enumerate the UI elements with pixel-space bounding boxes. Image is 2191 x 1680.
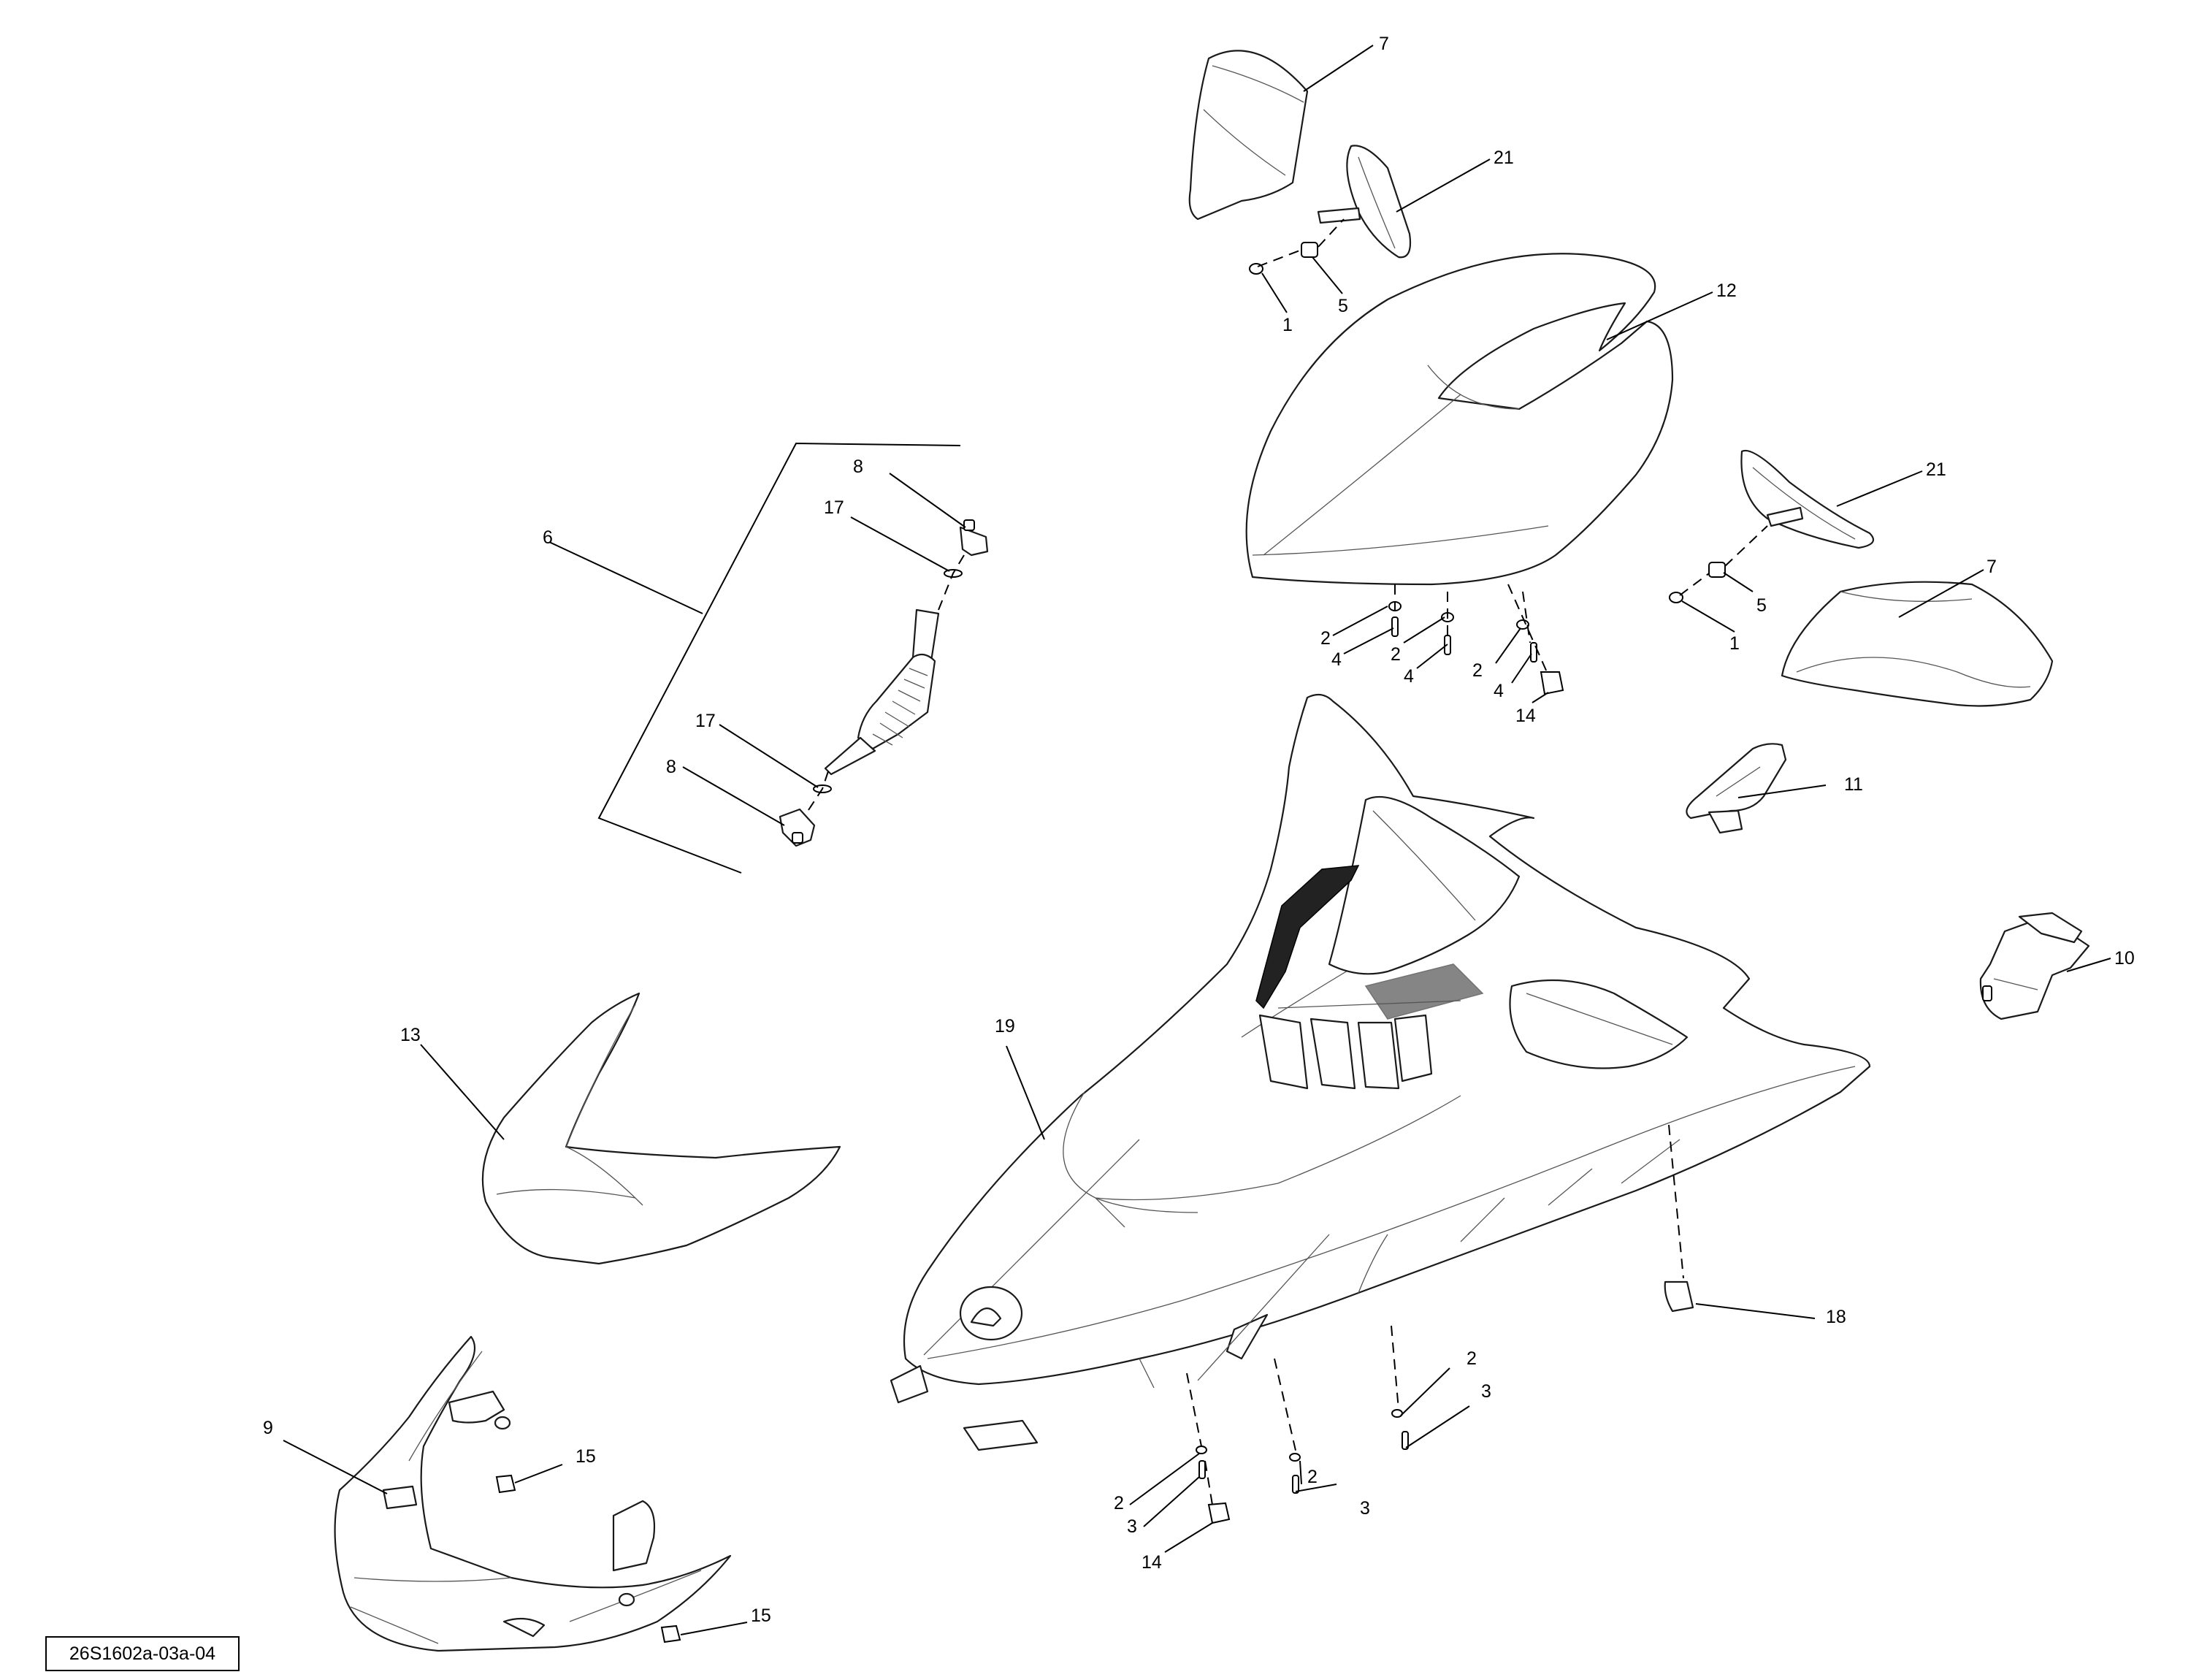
callout-7-right: 7 (1987, 557, 1997, 577)
callout-18: 18 (1826, 1307, 1846, 1327)
callout-12: 12 (1716, 280, 1737, 301)
leader-lines (283, 45, 2111, 1635)
callout-13: 13 (400, 1025, 421, 1045)
callout-21-right: 21 (1926, 459, 1946, 480)
callout-19: 19 (995, 1016, 1015, 1036)
callout-11: 11 (1844, 774, 1863, 795)
callout-8-top: 8 (853, 457, 863, 477)
latch-10 (1979, 912, 2090, 1020)
mirror-left (1317, 145, 1412, 259)
mirror-right (1740, 449, 1875, 549)
gas-spring-6 (824, 608, 940, 776)
mirror-housing-right (1781, 581, 2054, 707)
callout-14-seat: 14 (1515, 706, 1536, 726)
callout-8-bottom: 8 (666, 757, 676, 777)
front-bumper-9 (334, 1335, 732, 1652)
callout-4-seat-c: 4 (1494, 681, 1504, 701)
seat-hardware (1388, 601, 1564, 695)
callout-10: 10 (2114, 948, 2135, 969)
seat (1245, 253, 1674, 586)
callout-17-bottom: 17 (695, 711, 716, 731)
callout-6: 6 (543, 527, 553, 548)
callout-2-seat-c: 2 (1472, 660, 1483, 681)
top-deck-19 (890, 693, 1871, 1451)
bracket-frame-6 (597, 442, 961, 874)
nut-15b (660, 1624, 681, 1643)
dash-shock-bottom (806, 771, 829, 813)
clip-18 (1664, 1280, 1694, 1313)
dash-mirror-right (1679, 525, 1768, 596)
dash-hardware-lower (1204, 1460, 1213, 1505)
washer-1b (1669, 592, 1683, 603)
callout-21-upper: 21 (1494, 148, 1514, 168)
callout-1-upper: 1 (1282, 315, 1293, 335)
end-fitting-8-top (959, 519, 989, 557)
dash-hull-lower (1186, 1325, 1399, 1454)
callout-14-lower: 14 (1142, 1552, 1162, 1573)
callout-1-right: 1 (1729, 633, 1740, 654)
diagram-reference-label: 26S1602a-03a-04 (45, 1636, 240, 1671)
callout-9: 9 (263, 1418, 273, 1438)
callout-17-top: 17 (824, 497, 844, 518)
callout-4-seat-a: 4 (1331, 649, 1342, 670)
dash-seat (1394, 584, 1548, 673)
nut-15a (495, 1474, 516, 1494)
dash-shock-top (938, 554, 965, 611)
callout-3-lower-c: 3 (1481, 1381, 1491, 1402)
lower-hardware (1196, 1409, 1409, 1524)
callout-labels: 7 21 1 5 12 21 5 1 7 2 4 2 4 2 4 14 11 1… (263, 34, 2135, 1626)
mirror-housing-left (1188, 50, 1309, 221)
dash-hull-18 (1668, 1124, 1684, 1279)
callout-15-upper: 15 (576, 1446, 596, 1467)
callout-3-lower-a: 3 (1127, 1516, 1137, 1537)
callout-5-right: 5 (1756, 595, 1767, 616)
callout-3-lower-b: 3 (1360, 1498, 1370, 1519)
front-cowl-13 (481, 992, 841, 1265)
callout-2-seat-b: 2 (1391, 644, 1401, 665)
end-fitting-8-bottom (779, 808, 816, 847)
dash-mirror-left (1257, 218, 1345, 267)
callout-4-seat-b: 4 (1404, 666, 1414, 687)
callout-2-lower-b: 2 (1307, 1467, 1318, 1487)
callout-2-seat-a: 2 (1320, 628, 1331, 649)
callout-15-lower: 15 (751, 1605, 771, 1626)
callout-5-upper: 5 (1338, 296, 1348, 316)
nut-5a (1301, 242, 1318, 258)
callout-2-lower-c: 2 (1467, 1348, 1477, 1369)
bracket-11 (1686, 743, 1787, 834)
nut-5b (1708, 562, 1726, 578)
callout-7-upper: 7 (1379, 34, 1389, 54)
callout-2-lower-a: 2 (1114, 1493, 1124, 1513)
